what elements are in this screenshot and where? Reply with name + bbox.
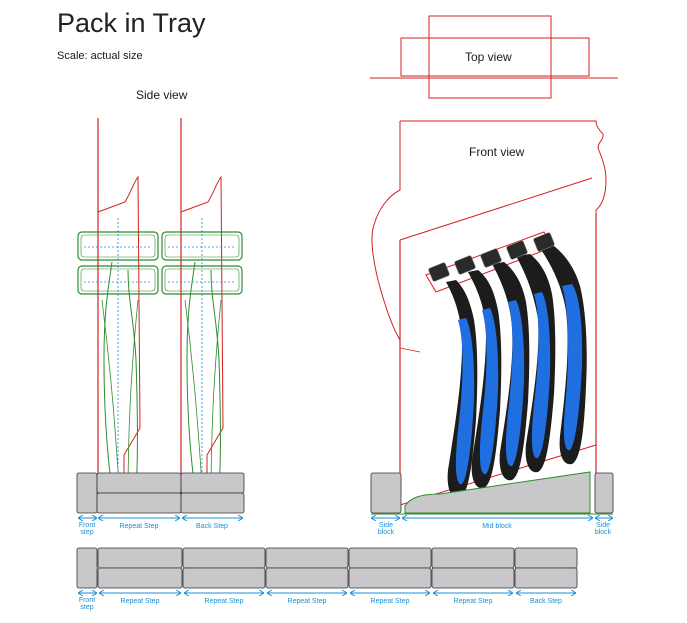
dim-back-step-upper: Back Step	[196, 523, 228, 530]
top-view-drawing	[370, 15, 618, 99]
scale-note: Scale: actual size	[57, 50, 143, 62]
razor-4	[506, 240, 556, 473]
razor-1	[428, 262, 478, 499]
side-view-drawing	[76, 118, 245, 514]
dim-repeat-step-1: Repeat Step	[120, 598, 160, 605]
dim-side-block-left: Side block	[377, 522, 395, 536]
dim-repeat-step-4: Repeat Step	[370, 598, 410, 605]
front-view-drawing	[370, 120, 614, 515]
page-title: Pack in Tray	[57, 8, 206, 38]
front-view-tray-base	[370, 471, 614, 515]
side-view-label: Side view	[136, 88, 188, 102]
dim-mid-block: Mid block	[482, 523, 512, 530]
dim-front-step-upper: Front step	[78, 522, 96, 536]
razor-2	[454, 255, 502, 489]
dim-side-block-right: Side block	[594, 522, 612, 536]
side-view-tray-base	[76, 472, 245, 514]
side-unit-2	[161, 118, 243, 513]
tray-strip-bottom	[76, 547, 578, 589]
razor-handles	[428, 232, 587, 499]
dim-repeat-step-5: Repeat Step	[453, 598, 493, 605]
dim-repeat-step-upper: Repeat Step	[119, 523, 159, 530]
dim-repeat-step-2: Repeat Step	[204, 598, 244, 605]
dim-front-step-lower: Front step	[78, 597, 96, 611]
razor-5	[533, 232, 587, 465]
front-view-label: Front view	[469, 145, 525, 159]
razor-3	[480, 248, 530, 481]
front-view-outline	[371, 120, 607, 478]
side-unit-1	[77, 118, 159, 513]
dim-back-step-lower: Back Step	[530, 598, 562, 605]
dim-repeat-step-3: Repeat Step	[287, 598, 327, 605]
top-view-label: Top view	[465, 50, 512, 64]
